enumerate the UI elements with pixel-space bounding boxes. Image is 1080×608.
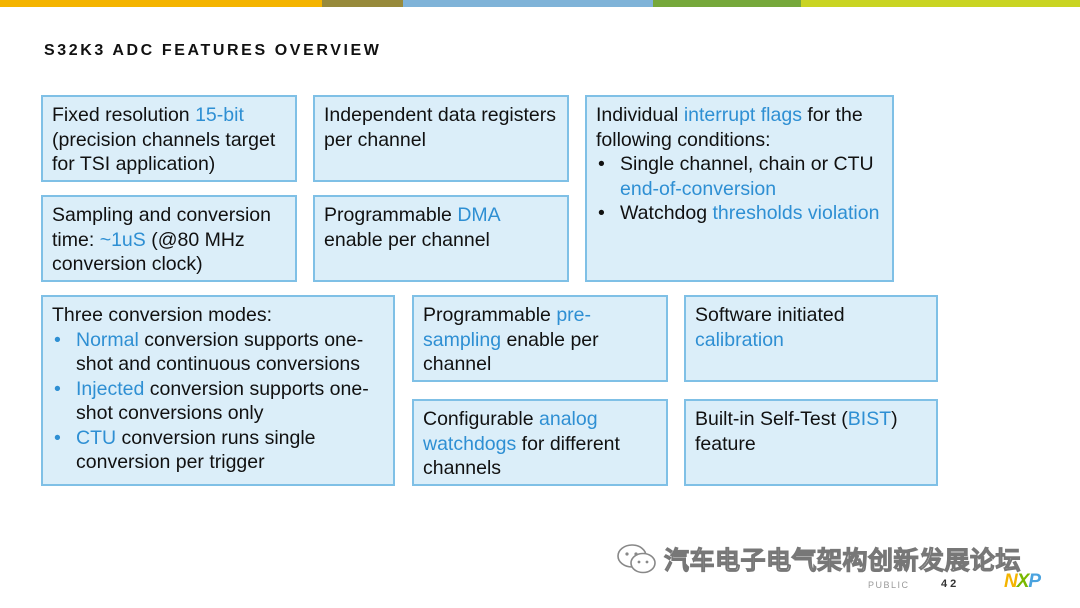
list-item: • Injected conversion supports one-shot c… <box>52 377 385 426</box>
text-segment: conversion supports one-shot and continu… <box>76 328 364 376</box>
box-text: Three conversion modes: <box>52 304 273 326</box>
box-pre-sampling: Programmable pre-sampling enable per cha… <box>412 295 668 382</box>
text-segment: (precision channels target for TSI appli… <box>52 128 276 176</box>
box-text: Individual interrupt flags for the follo… <box>596 103 884 152</box>
watermark: 汽车电子电气架构创新发展论坛 <box>616 541 1021 577</box>
box-resolution: Fixed resolution 15-bit (precision chann… <box>41 95 297 182</box>
box-text: Software initiated calibration <box>695 303 928 352</box>
text-segment: Single channel, chain or CTU <box>620 153 874 175</box>
text-segment: Watchdog <box>620 202 713 224</box>
logo-letter: N <box>1004 571 1018 592</box>
text-segment: for the following conditions: <box>596 104 863 151</box>
box-text: Sampling and conversion time: ~1uS (@80 … <box>52 203 287 277</box>
highlight-text: ~1uS <box>99 228 146 251</box>
bullet-icon: • <box>54 377 61 400</box>
highlight-text: interrupt flags <box>683 104 802 126</box>
highlight-text: BIST <box>847 408 892 430</box>
text-segment: for different channels <box>423 432 620 480</box>
highlight-text: Normal <box>76 328 139 351</box>
box-bist: Built-in Self-Test (BIST) feature <box>684 399 938 486</box>
highlight-text: Injected <box>76 377 145 400</box>
highlight-text: calibration <box>695 328 784 351</box>
logo-letter: P <box>1028 571 1041 592</box>
box-text: Fixed resolution 15-bit (precision chann… <box>52 103 287 177</box>
bullet-icon: • <box>54 328 61 351</box>
bullet-icon: • <box>598 202 605 224</box>
box-analog-watchdogs: Configurable analog watchdogs for differ… <box>412 399 668 486</box>
text-segment: conversion runs single conversion per tr… <box>76 426 316 474</box>
highlight-text: 15-bit <box>195 104 244 126</box>
box-data-registers: Independent data registers per channel <box>313 95 569 182</box>
list-item: • Watchdog thresholds violation <box>596 201 884 226</box>
box-text: Programmable pre-sampling enable per cha… <box>423 303 658 377</box>
text-segment: Configurable <box>423 408 539 430</box>
text-segment: ) feature <box>695 408 898 455</box>
logo-letter: X <box>1016 571 1030 592</box>
text-segment: Individual <box>596 104 684 126</box>
watermark-text: 汽车电子电气架构创新发展论坛 <box>663 547 1022 576</box>
list-item: • Single channel, chain or CTU end-of-con… <box>596 152 884 201</box>
text-segment: enable per channel <box>423 328 599 376</box>
text-segment: conversion supports one-shot conversions… <box>76 377 369 425</box>
text-segment: Software initiated <box>695 304 845 326</box>
text-segment: Built-in Self-Test ( <box>695 408 848 430</box>
text-segment: enable per channel <box>324 228 490 251</box>
slide-title: S32K3 ADC FEATURES OVERVIEW <box>44 42 382 59</box>
top-bar-segment <box>801 0 1080 7</box>
box-sampling-time: Sampling and conversion time: ~1uS (@80 … <box>41 195 297 282</box>
bullet-icon: • <box>598 153 605 175</box>
text-segment: Programmable <box>324 204 458 226</box>
highlight-text: CTU <box>76 426 117 449</box>
top-bar-segment <box>403 0 653 7</box>
box-interrupt-flags: Individual interrupt flags for the follo… <box>585 95 894 282</box>
highlight-text: end-of-conversion <box>620 177 777 200</box>
bullet-list: • Normal conversion supports one-shot and… <box>52 328 385 475</box>
page-number: 42 <box>941 578 960 590</box>
top-color-bar <box>0 0 1080 7</box>
highlight-text: DMA <box>457 204 500 226</box>
box-text: Independent data registers per channel <box>324 104 557 151</box>
top-bar-segment <box>322 0 403 7</box>
text-segment: Sampling and conversion time: <box>52 204 271 251</box>
text-segment: (@80 MHz conversion clock) <box>52 228 245 276</box>
wechat-icon <box>617 544 656 574</box>
nxp-logo: NXP <box>1004 571 1041 593</box>
top-bar-segment <box>0 0 322 7</box>
highlight-text: thresholds violation <box>712 202 880 224</box>
box-text: Built-in Self-Test (BIST) feature <box>695 407 928 456</box>
box-dma: Programmable DMA enable per channel <box>313 195 569 282</box>
top-bar-segment <box>653 0 801 7</box>
list-item: • CTU conversion runs single conversion p… <box>52 426 385 475</box>
list-item: • Normal conversion supports one-shot and… <box>52 328 385 377</box>
text-segment: Fixed resolution <box>52 104 196 126</box>
box-text: Programmable DMA enable per channel <box>324 203 559 252</box>
box-conversion-modes: Three conversion modes: • Normal conversi… <box>41 295 395 486</box>
bullet-list: • Single channel, chain or CTU end-of-con… <box>596 152 884 226</box>
highlight-text: pre-sampling <box>423 304 591 351</box>
highlight-text: analog watchdogs <box>423 408 598 455</box>
box-calibration: Software initiated calibration <box>684 295 938 382</box>
box-text: Configurable analog watchdogs for differ… <box>423 407 658 481</box>
text-segment: Programmable <box>423 304 557 326</box>
classification-label: PUBLIC <box>868 580 910 590</box>
bullet-icon: • <box>54 426 61 449</box>
